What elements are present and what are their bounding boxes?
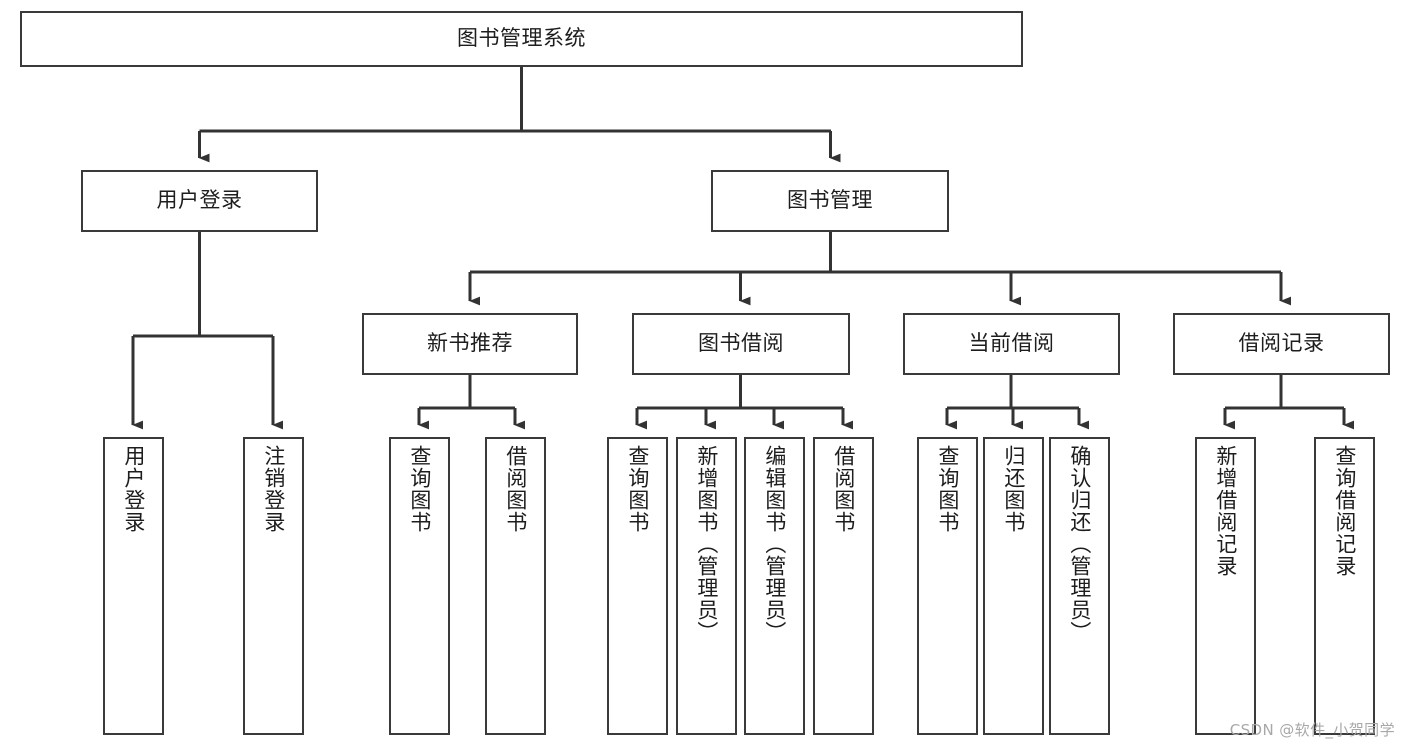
node-new-book-recommend[interactable]: 新书推荐 <box>362 313 578 375</box>
node-borrow-record[interactable]: 借阅记录 <box>1173 313 1390 375</box>
node-label: 用户登录 <box>156 188 243 213</box>
node-label: 新增借阅记录 <box>1213 445 1238 577</box>
node-label: 查询图书 <box>935 445 960 533</box>
leaf-query-borrow-record[interactable]: 查询借阅记录 <box>1314 437 1375 735</box>
node-label: 图书借阅 <box>698 331 784 356</box>
leaf-add-book[interactable]: 新增图书（管理员） <box>676 437 737 735</box>
node-label: 借阅记录 <box>1238 331 1325 356</box>
node-label: 新书推荐 <box>427 331 513 356</box>
leaf-borrow-book-borrow[interactable]: 借阅图书 <box>813 437 874 735</box>
node-label: 当前借阅 <box>968 331 1055 356</box>
leaf-confirm-return[interactable]: 确认归还（管理员） <box>1049 437 1110 735</box>
node-label: 确认归还（管理员） <box>1067 445 1092 643</box>
node-book-borrow[interactable]: 图书借阅 <box>632 313 850 375</box>
node-label: 查询图书 <box>407 445 432 533</box>
leaf-query-book-recommend[interactable]: 查询图书 <box>389 437 450 735</box>
leaf-borrow-book-recommend[interactable]: 借阅图书 <box>485 437 546 735</box>
node-user-login[interactable]: 用户登录 <box>81 170 318 232</box>
leaf-query-book-borrow[interactable]: 查询图书 <box>607 437 668 735</box>
node-label: 用户登录 <box>121 445 146 533</box>
leaf-edit-book[interactable]: 编辑图书（管理员） <box>744 437 805 735</box>
node-label: 编辑图书（管理员） <box>762 445 787 643</box>
leaf-logout-login[interactable]: 注销登录 <box>243 437 304 735</box>
leaf-user-login[interactable]: 用户登录 <box>103 437 164 735</box>
node-label: 注销登录 <box>261 445 286 533</box>
node-label: 查询图书 <box>625 445 650 533</box>
node-label: 图书管理系统 <box>457 26 586 51</box>
node-label: 新增图书（管理员） <box>694 445 719 643</box>
node-book-manage[interactable]: 图书管理 <box>711 170 949 232</box>
node-label: 借阅图书 <box>503 445 528 533</box>
leaf-return-book[interactable]: 归还图书 <box>983 437 1044 735</box>
node-current-borrow[interactable]: 当前借阅 <box>903 313 1120 375</box>
node-label: 查询借阅记录 <box>1332 445 1357 577</box>
leaf-query-book-current[interactable]: 查询图书 <box>917 437 978 735</box>
node-label: 归还图书 <box>1001 445 1026 533</box>
node-label: 借阅图书 <box>831 445 856 533</box>
node-root-system[interactable]: 图书管理系统 <box>20 11 1023 67</box>
leaf-add-borrow-record[interactable]: 新增借阅记录 <box>1195 437 1256 735</box>
node-label: 图书管理 <box>787 188 873 213</box>
